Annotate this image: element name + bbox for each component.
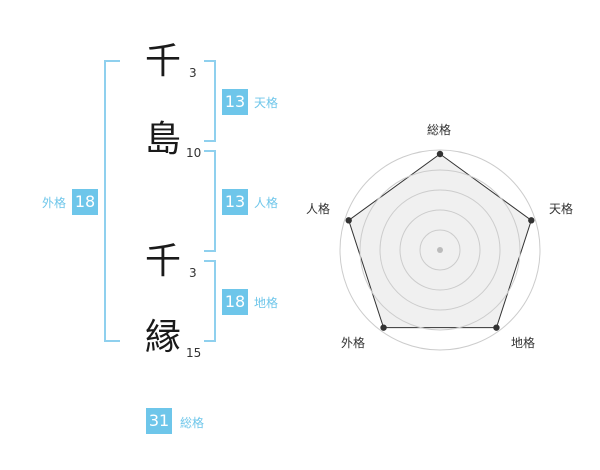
radar-point [528,217,535,224]
radar-point [345,217,352,224]
radar-label-gaikaku: 外格 [341,336,366,350]
jinkaku-label: 人格 [254,196,279,210]
radar-grid-ring [399,209,481,291]
jinkaku-value: 13 [222,189,248,215]
radar-value-polygon [348,153,532,329]
stroke-count-2: 10 [186,146,202,160]
gaikaku-value: 18 [72,189,98,215]
name-char-3: 千 [144,241,181,282]
gaikaku-label: 外格 [42,196,67,210]
name-char-4: 縁 [144,317,181,358]
radar-label-soukaku: 総格 [427,123,452,137]
radar-point [493,324,500,331]
radar-grid-ring [359,169,521,331]
radar-grid-ring [419,229,461,271]
stroke-count-3: 3 [189,266,197,280]
radar-label-tenkaku: 天格 [549,202,574,216]
gaikaku-bracket [104,60,120,342]
name-char-1: 千 [144,41,181,82]
tenkaku-value: 13 [222,89,248,115]
radar-grid-ring [379,189,501,311]
jinkaku-bracket [204,150,216,252]
chikaku-value: 18 [222,289,248,315]
radar-center-dot [437,247,443,253]
radar-outer-ring [339,149,541,351]
tenkaku-bracket [204,60,216,142]
name-char-2: 島 [144,119,181,160]
chikaku-label: 地格 [254,296,279,310]
radar-point [436,150,444,158]
chikaku-bracket [204,260,216,342]
soukaku-label: 総格 [180,416,205,430]
tenkaku-label: 天格 [254,96,279,110]
radar-label-jinkaku: 人格 [306,202,331,216]
soukaku-value: 31 [146,408,172,434]
radar-label-chikaku: 地格 [511,336,536,350]
radar-point [380,324,387,331]
stroke-count-1: 3 [189,66,197,80]
stroke-count-4: 15 [186,346,202,360]
